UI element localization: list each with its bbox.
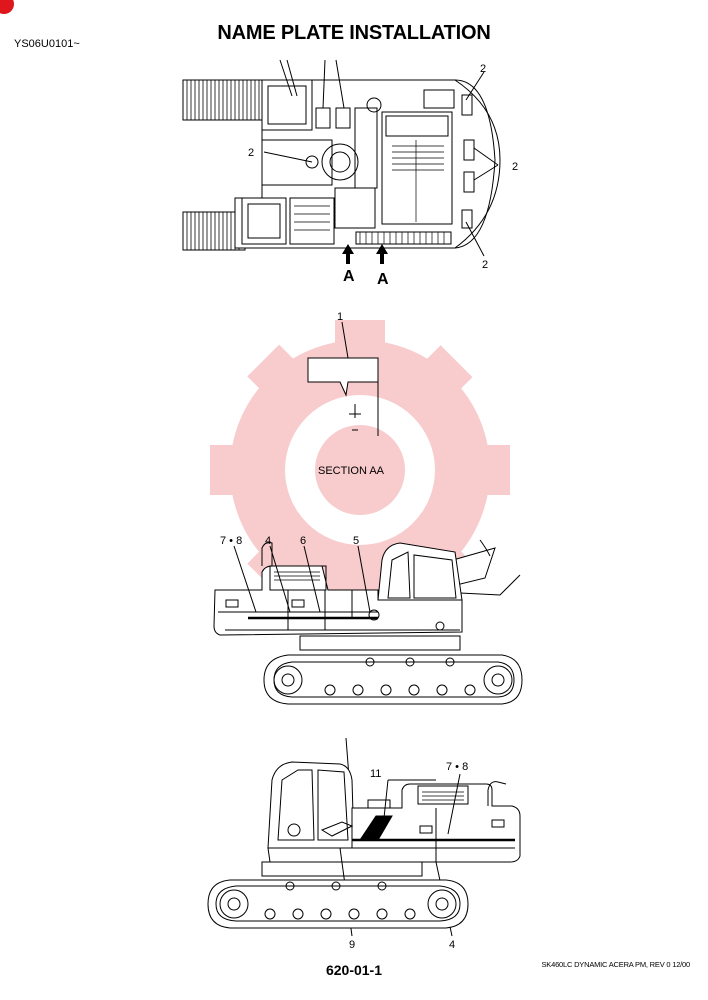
callout-6: 6 — [300, 535, 306, 547]
callout-7-8-left: 7 • 8 — [220, 535, 242, 547]
model-revision-note: SK460LC DYNAMIC ACERA PM, REV 0 12/00 — [541, 960, 691, 969]
right-side-view-drawing — [207, 737, 521, 937]
callout-2-top-right: 2 — [480, 63, 486, 75]
top-view-drawing — [182, 59, 501, 257]
page-title: NAME PLATE INSTALLATION — [217, 22, 491, 44]
section-marker-a-right: A — [377, 271, 389, 288]
corner-logo-mark — [0, 0, 14, 14]
callout-4-right: 4 — [449, 939, 455, 951]
document-code: YS06U0101~ — [14, 38, 80, 50]
left-side-view-drawing — [213, 539, 523, 705]
page-number: 620-01-1 — [325, 962, 383, 978]
callout-5: 5 — [353, 535, 359, 547]
callout-2-left: 2 — [248, 147, 254, 159]
callout-2-bottom-right: 2 — [482, 259, 488, 271]
section-marker-a-left: A — [343, 268, 355, 285]
section-arrows — [342, 244, 388, 264]
callout-9: 9 — [349, 939, 355, 951]
callout-4-left: 4 — [265, 535, 271, 547]
callout-7-8-right: 7 • 8 — [446, 761, 468, 773]
callout-1: 1 — [337, 311, 343, 323]
callout-11: 11 — [370, 768, 381, 780]
callout-2-right: 2 — [512, 161, 518, 173]
section-aa-drawing — [307, 321, 379, 436]
section-caption: SECTION AA — [318, 465, 385, 477]
